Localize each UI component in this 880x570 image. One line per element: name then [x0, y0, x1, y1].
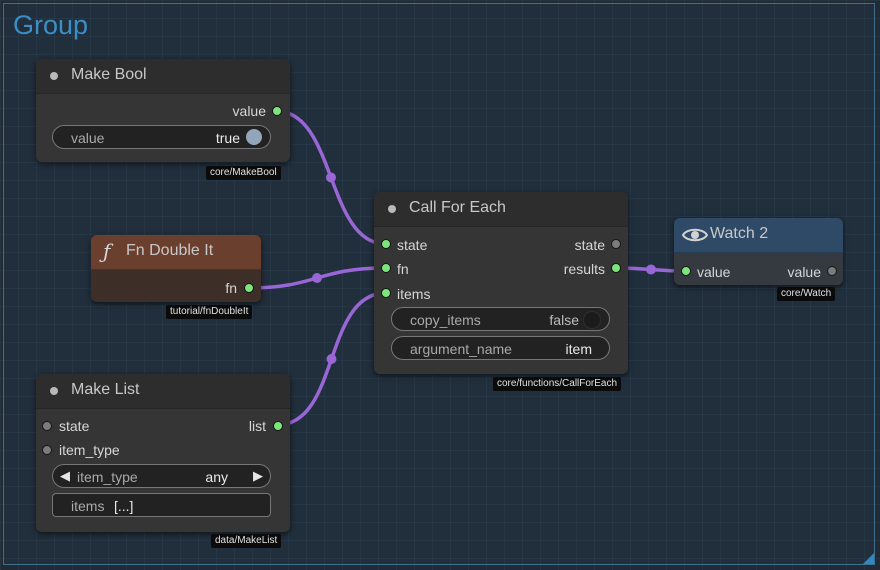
node-title: Fn Double It — [126, 242, 214, 259]
node-make-list[interactable]: Make List state item_type list ◀ item_ty… — [36, 374, 290, 532]
link-midpoint[interactable] — [646, 264, 656, 275]
node-header[interactable]: ƒ Fn Double It — [91, 235, 261, 270]
widget-value: true — [215, 130, 240, 146]
node-type-tag: core/functions/CallForEach — [493, 377, 622, 391]
widget-label: item_type — [77, 469, 138, 485]
output-label: fn — [225, 280, 237, 296]
node-title: Make Bool — [71, 66, 147, 83]
input-socket-state[interactable] — [381, 239, 391, 249]
node-make-bool[interactable]: Make Bool value value true — [36, 59, 290, 162]
output-label: results — [563, 261, 605, 277]
input-label: fn — [397, 261, 409, 277]
toggle-knob-off[interactable] — [583, 311, 601, 329]
function-icon: ƒ — [103, 239, 111, 263]
link-midpoint[interactable] — [312, 273, 322, 283]
toggle-value[interactable]: value true — [52, 125, 271, 149]
output-socket-state[interactable] — [611, 239, 621, 249]
node-header[interactable]: Call For Each — [374, 192, 628, 227]
node-type-tag: core/Watch — [777, 287, 836, 301]
node-title: Call For Each — [409, 199, 506, 216]
collapse-dot-icon[interactable] — [388, 205, 396, 213]
link-midpoint[interactable] — [326, 354, 337, 364]
input-label: items — [397, 286, 431, 302]
output-socket-list[interactable] — [273, 421, 283, 431]
combo-prev-arrow-icon[interactable]: ◀ — [60, 468, 70, 483]
output-label: state — [574, 237, 605, 253]
group-title[interactable]: Group — [13, 10, 89, 40]
input-socket-item-type[interactable] — [42, 445, 52, 455]
widget-value: false — [549, 312, 579, 328]
widget-label: items — [71, 498, 105, 514]
output-label: list — [248, 418, 266, 434]
eye-icon — [682, 228, 708, 242]
node-type-tag: tutorial/fnDoubleIt — [166, 305, 253, 319]
widget-label: value — [71, 130, 105, 146]
node-type-tag: data/MakeList — [211, 534, 282, 548]
widget-value: item — [565, 341, 592, 357]
output-label: value — [787, 264, 821, 280]
items-widget[interactable]: items [...] — [52, 493, 271, 517]
output-label: value — [232, 103, 266, 119]
combo-item-type[interactable]: ◀ item_type any ▶ — [52, 464, 271, 488]
node-header[interactable]: Make Bool — [36, 59, 290, 94]
input-label: value — [697, 264, 731, 280]
node-title: Make List — [71, 381, 140, 398]
collapse-dot-icon[interactable] — [50, 387, 58, 395]
output-socket-value[interactable] — [272, 106, 282, 116]
link-midpoint[interactable] — [326, 172, 336, 183]
output-socket-value[interactable] — [827, 266, 837, 276]
input-socket-value[interactable] — [681, 266, 691, 276]
toggle-copy-items[interactable]: copy_items false — [391, 307, 610, 331]
input-socket-items[interactable] — [381, 288, 391, 298]
input-label: state — [59, 418, 90, 434]
widget-value: any — [205, 469, 228, 485]
node-header[interactable]: Watch 2 — [674, 218, 843, 253]
combo-next-arrow-icon[interactable]: ▶ — [253, 468, 263, 483]
node-title: Watch 2 — [710, 225, 769, 242]
widget-value: [...] — [114, 498, 134, 514]
node-watch-2[interactable]: Watch 2 value value — [674, 218, 843, 285]
widget-label: copy_items — [410, 312, 481, 328]
collapse-dot-icon[interactable] — [50, 72, 58, 80]
argument-name-field[interactable]: argument_name item — [391, 336, 610, 360]
output-socket-results[interactable] — [611, 263, 621, 273]
widget-label: argument_name — [410, 341, 512, 357]
group-resize-handle[interactable] — [863, 553, 874, 564]
output-socket-fn[interactable] — [244, 283, 254, 293]
node-header[interactable]: Make List — [36, 374, 290, 409]
node-fn-double-it[interactable]: ƒ Fn Double It fn — [91, 235, 261, 302]
node-type-tag: core/MakeBool — [206, 166, 281, 180]
node-call-for-each[interactable]: Call For Each state fn items state resul… — [374, 192, 628, 374]
input-label: state — [397, 237, 428, 253]
input-socket-fn[interactable] — [381, 263, 391, 273]
input-label: item_type — [59, 442, 120, 458]
input-socket-state[interactable] — [42, 421, 52, 431]
toggle-knob-on[interactable] — [246, 129, 262, 145]
